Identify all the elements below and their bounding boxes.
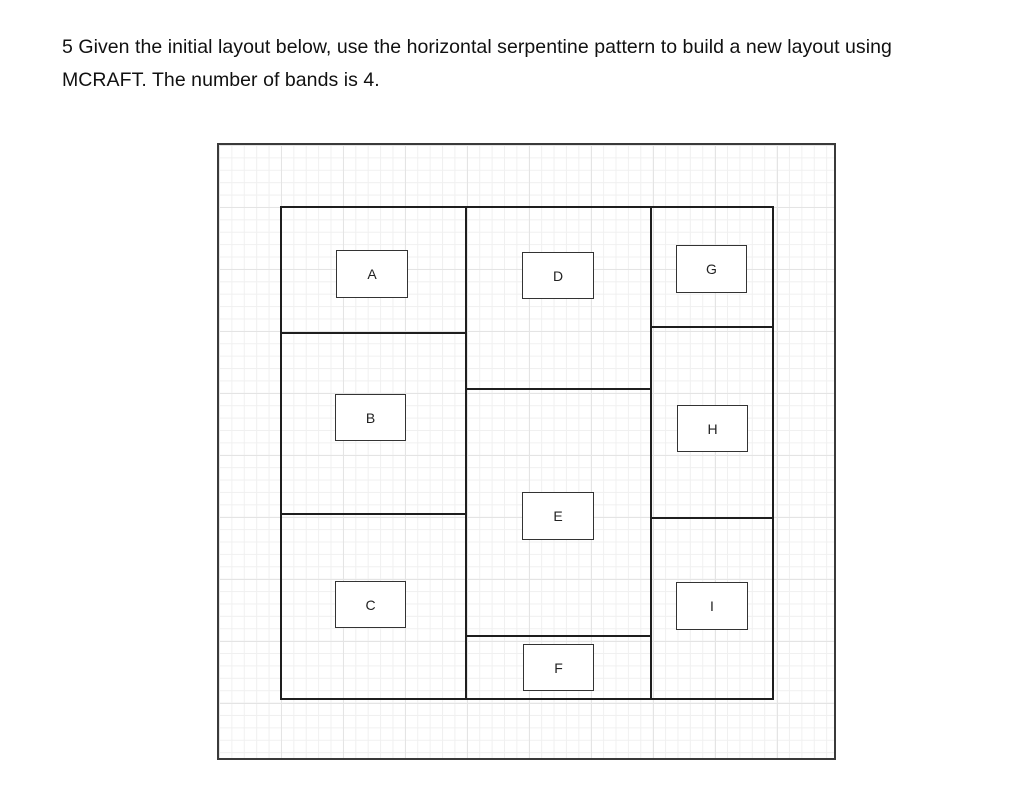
department-e-label: E	[522, 492, 594, 540]
divider-h-i	[651, 517, 773, 519]
department-g-label: G	[676, 245, 747, 293]
question-line-1: 5 Given the initial layout below, use th…	[62, 36, 892, 58]
department-f-label: F	[523, 644, 594, 691]
department-d-label: D	[522, 252, 594, 299]
divider-b-c	[280, 513, 465, 515]
layout-bottom-border	[280, 698, 774, 700]
divider-a-b	[280, 332, 465, 334]
layout-left-border	[280, 206, 282, 700]
department-c-label: C	[335, 581, 406, 628]
department-b-label: B	[335, 394, 406, 441]
department-h-label: H	[677, 405, 748, 452]
department-a-label: A	[336, 250, 408, 298]
divider-d-e	[466, 388, 651, 390]
divider-e-f	[466, 635, 651, 637]
question-line-2: MCRAFT. The number of bands is 4.	[62, 69, 380, 91]
department-i-label: I	[676, 582, 748, 630]
column-divider-2	[650, 206, 652, 700]
layout-top-border	[280, 206, 774, 208]
divider-g-h	[651, 326, 773, 328]
column-divider-1	[465, 206, 467, 700]
question-text: 5 Given the initial layout below, use th…	[62, 31, 1012, 97]
layout-right-border	[772, 206, 774, 700]
